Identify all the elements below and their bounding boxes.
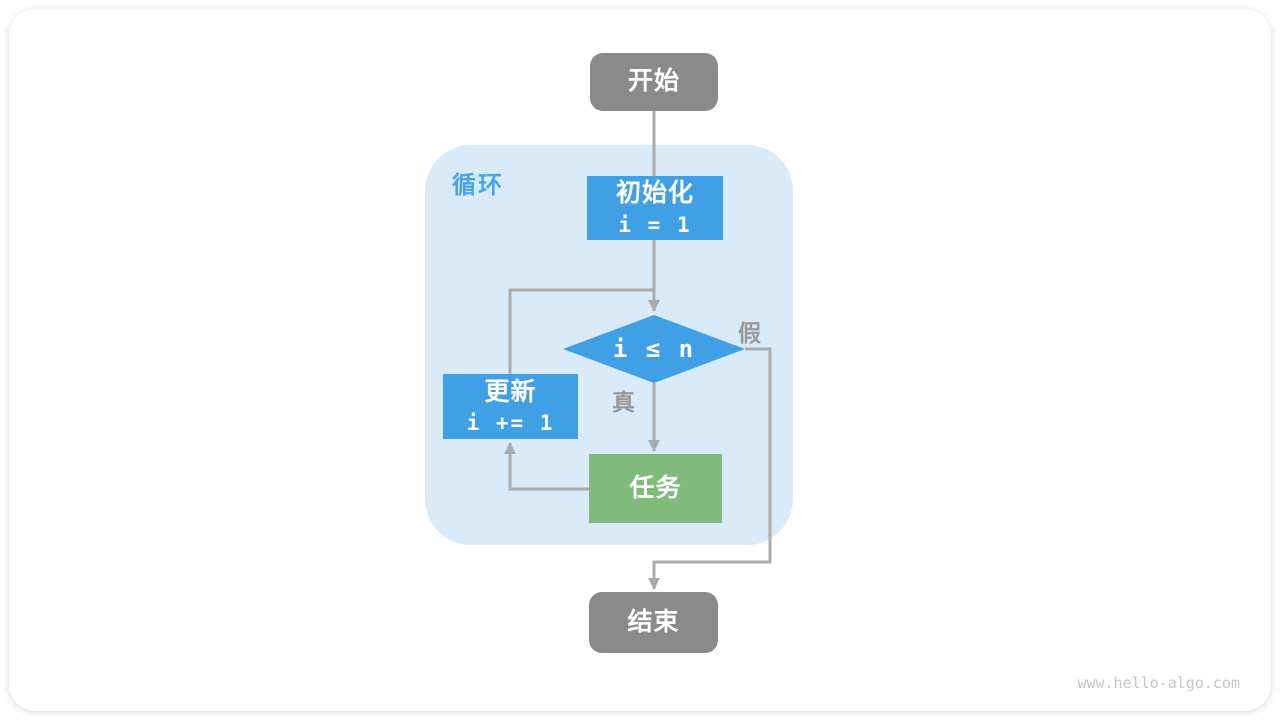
task-node: 任务 bbox=[589, 454, 722, 523]
edge-condition-to-end-false bbox=[648, 347, 772, 590]
condition-diamond-shape bbox=[563, 315, 745, 383]
init-node: 初始化 i = 1 bbox=[587, 176, 723, 240]
branch-false-label: 假 bbox=[738, 320, 761, 346]
init-node-title: 初始化 bbox=[615, 179, 694, 208]
start-node: 开始 bbox=[590, 53, 718, 111]
task-node-label: 任务 bbox=[629, 473, 682, 502]
update-node-code: i += 1 bbox=[466, 411, 555, 435]
end-node-label: 结束 bbox=[627, 607, 680, 636]
loop-scope-label: 循环 bbox=[452, 172, 504, 199]
update-node: 更新 i += 1 bbox=[443, 374, 578, 439]
start-node-label: 开始 bbox=[627, 67, 680, 96]
edge-task-to-update bbox=[504, 442, 589, 491]
condition-node-code: i ≤ n bbox=[612, 335, 696, 363]
branch-true-label: 真 bbox=[612, 389, 635, 415]
edge-update-to-merge bbox=[508, 288, 654, 374]
watermark-text: www.hello-algo.com bbox=[1077, 674, 1240, 692]
end-node: 结束 bbox=[589, 592, 718, 653]
condition-node: i ≤ n bbox=[563, 315, 745, 383]
update-node-title: 更新 bbox=[484, 377, 537, 406]
init-node-code: i = 1 bbox=[618, 212, 692, 237]
